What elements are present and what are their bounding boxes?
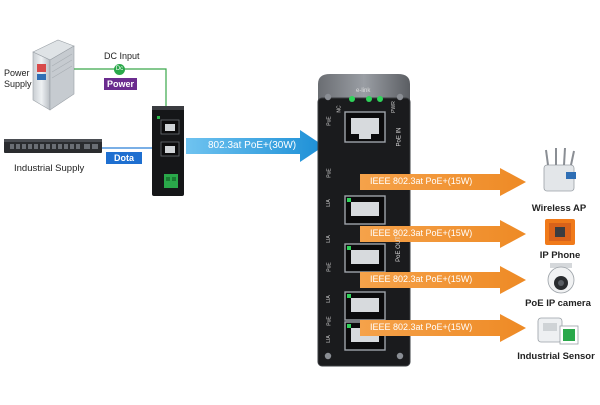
poe-15w-arrow — [360, 266, 526, 294]
power-supply-label: Power Supply — [4, 68, 32, 90]
poe-15w-arrow — [360, 220, 526, 248]
power-supply-icon — [32, 39, 75, 111]
ip-phone-icon — [545, 219, 575, 245]
poe-out-port — [344, 291, 386, 321]
switch-nc-label: NC — [336, 105, 343, 113]
poe-15w-label: IEEE 802.3at PoE+(15W) — [370, 274, 473, 284]
dc-power-line — [74, 68, 167, 108]
power-supply-label-line2: Supply — [4, 79, 32, 89]
output-device-name: Industrial Sensor — [517, 351, 595, 362]
ptz-camera-icon — [547, 263, 575, 294]
sensor-icon — [537, 317, 579, 345]
poe-injector-icon — [152, 106, 184, 196]
port-side-label: LIA — [325, 235, 332, 243]
port-side-label: LIA — [325, 199, 332, 207]
dc-badge-icon: Dc — [114, 64, 125, 75]
switch-pwr-label: PWR — [390, 101, 397, 113]
poe-out-port — [344, 195, 386, 225]
power-tag: Power — [104, 78, 137, 90]
output-device-name: Wireless AP — [531, 203, 587, 214]
poe-15w-label: IEEE 802.3at PoE+(15W) — [370, 322, 473, 332]
dc-input-label: DC Input — [104, 51, 140, 61]
output-device-name: PoE IP camera — [525, 298, 591, 309]
poe-out-port — [344, 243, 386, 273]
port-side-label: PoE — [326, 316, 333, 326]
port-side-label: LIA — [325, 335, 332, 343]
industrial-switch-icon — [4, 139, 102, 153]
wireless-ap-icon — [543, 147, 576, 192]
port-side-label: PoE — [326, 262, 333, 272]
switch-poe-in-label: PoE IN — [396, 127, 403, 147]
switch-poe-out-label: PoE OUT — [395, 236, 402, 262]
switch-brand-label: e-link — [356, 88, 371, 94]
poe-15w-arrow — [360, 168, 526, 196]
port-side-label: LIA — [325, 295, 332, 303]
data-tag: Dota — [106, 152, 142, 164]
poe-30w-arrow — [186, 130, 324, 162]
port-side-label: PoE — [326, 168, 333, 178]
poe-15w-arrow — [360, 314, 526, 342]
poe-15w-label: IEEE 802.3at PoE+(15W) — [370, 176, 473, 186]
poe-15w-label: IEEE 802.3at PoE+(15W) — [370, 228, 473, 238]
power-supply-label-line1: Power — [4, 68, 30, 78]
injector-to-switch-label: 802.3at PoE+(30W) — [208, 140, 297, 151]
output-device-name: IP Phone — [539, 250, 581, 261]
industrial-supply-label: Industrial Supply — [14, 163, 85, 174]
port-side-label: PoE — [326, 116, 333, 126]
